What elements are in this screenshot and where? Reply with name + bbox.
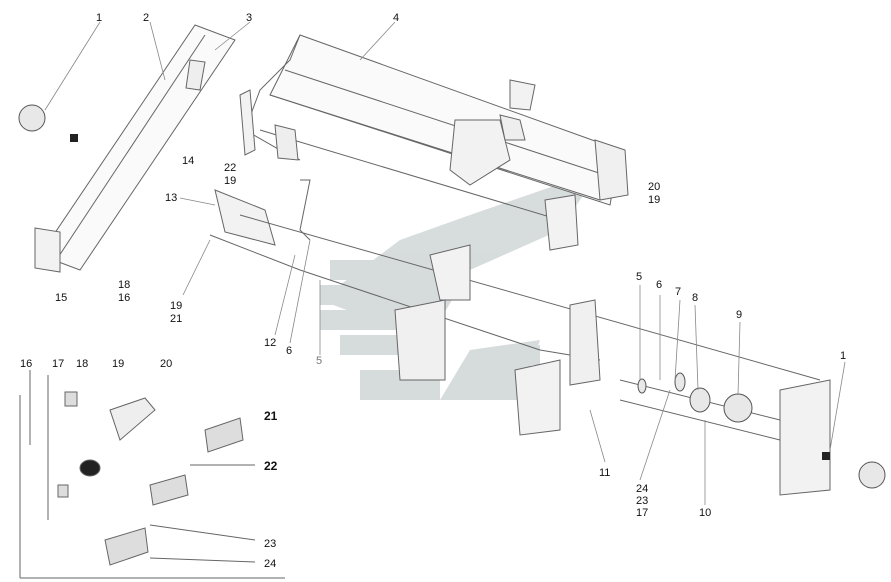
end-cap-right: [822, 452, 886, 489]
callout-23-right: 23: [636, 495, 649, 507]
callout-6-left: 6: [286, 345, 293, 357]
callout-22-inset: 22: [264, 459, 278, 473]
main-frame: [239, 34, 629, 251]
callout-5-left: 5: [316, 355, 323, 367]
callout-8: 8: [692, 292, 699, 304]
callout-19-right: 19: [648, 194, 661, 206]
callout-3: 3: [246, 12, 253, 24]
side-rail: [34, 24, 236, 273]
callout-19-left-a: 19: [224, 175, 237, 187]
bushing-set: [637, 372, 753, 423]
callout-21-left: 21: [170, 313, 183, 325]
leader-lines: [44, 21, 846, 505]
callout-19-inset: 19: [112, 358, 125, 370]
callout-5-right: 5: [636, 271, 643, 283]
callout-17-right: 17: [636, 507, 649, 519]
callout-1-right: 1: [840, 350, 847, 362]
callout-13: 13: [165, 192, 178, 204]
callout-1-top: 1: [96, 12, 103, 24]
callout-17-inset: 17: [52, 358, 65, 370]
crossmember: [209, 179, 831, 496]
callout-16-left: 16: [118, 292, 131, 304]
callout-15: 15: [55, 292, 68, 304]
callout-7: 7: [675, 286, 682, 298]
callout-20-inset: 20: [160, 358, 173, 370]
callout-4: 4: [393, 12, 400, 24]
callout-2: 2: [143, 12, 150, 24]
callout-18-inset: 18: [76, 358, 89, 370]
callout-19-left-b: 19: [170, 300, 183, 312]
callout-6-right: 6: [656, 279, 663, 291]
callout-14: 14: [182, 155, 195, 167]
end-cap-left: [18, 104, 78, 142]
callout-12: 12: [264, 337, 277, 349]
callout-16-inset: 16: [20, 358, 33, 370]
callout-23-inset: 23: [264, 538, 277, 550]
callout-20-right: 20: [648, 181, 661, 193]
callout-18-left: 18: [118, 279, 131, 291]
callout-21-inset: 21: [264, 409, 278, 423]
callout-24-right: 24: [636, 483, 649, 495]
callout-11: 11: [599, 467, 611, 479]
callout-9: 9: [736, 309, 743, 321]
inset-fasteners: [19, 370, 285, 579]
callout-10: 10: [699, 507, 712, 519]
callout-24-inset: 24: [264, 558, 277, 570]
callout-22-left: 22: [224, 162, 237, 174]
